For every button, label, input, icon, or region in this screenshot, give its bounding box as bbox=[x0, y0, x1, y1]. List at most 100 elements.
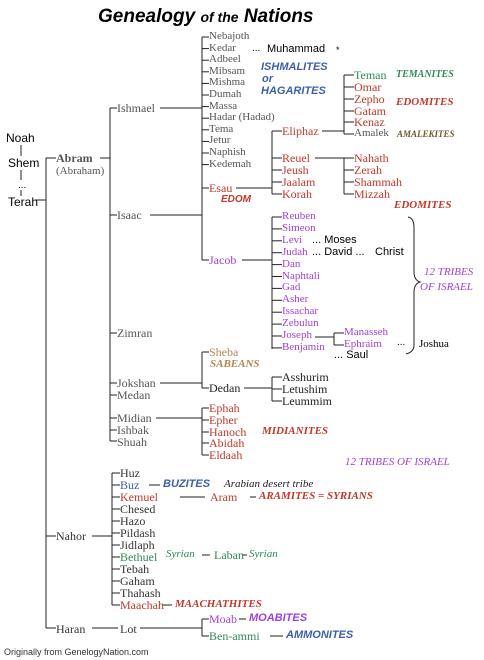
ishbak: Ishbak bbox=[117, 423, 149, 437]
ephraim: Ephraim bbox=[344, 338, 382, 350]
ephah: Ephah bbox=[209, 401, 240, 415]
nahath: Nahath bbox=[354, 151, 389, 165]
midianites: MIDIANITES bbox=[262, 425, 329, 437]
ishmael-son-mishma: Mishma bbox=[209, 76, 246, 89]
edomites-label-2: EDOMITES bbox=[394, 199, 452, 211]
tribe-levi: Levi bbox=[282, 233, 303, 246]
ishmael-son-jetur: Jetur bbox=[209, 134, 231, 147]
mizzah: Mizzah bbox=[354, 187, 390, 201]
laban: Laban bbox=[214, 548, 244, 562]
tribe-reuben: Reuben bbox=[282, 210, 316, 222]
jacob: Jacob bbox=[209, 253, 237, 267]
ishmalites: ISHMALITES bbox=[261, 61, 328, 73]
abram: Abram bbox=[56, 151, 93, 165]
nahor-son-pildash: Pildash bbox=[120, 526, 156, 540]
muhammad: Muhammad bbox=[267, 43, 326, 55]
christ: Christ bbox=[375, 246, 404, 258]
hagarites: HAGARITES bbox=[261, 85, 326, 97]
noah: Noah bbox=[6, 131, 35, 145]
midian: Midian bbox=[117, 411, 152, 425]
muhammad-star: * bbox=[336, 45, 340, 55]
moabites: MOABITES bbox=[249, 612, 308, 624]
nahor-son-tebah: Tebah bbox=[120, 562, 150, 576]
nahor: Nahor bbox=[56, 529, 86, 543]
nahor-son-hazo: Hazo bbox=[120, 514, 146, 528]
gatam: Gatam bbox=[354, 104, 386, 118]
arabian-desert-tribe: Arabian desert tribe bbox=[224, 478, 314, 490]
epher: Epher bbox=[209, 413, 238, 427]
buzites: BUZITES bbox=[163, 478, 211, 490]
reuel: Reuel bbox=[282, 151, 310, 165]
ishmael-son-adbeel: Adbeel bbox=[209, 53, 241, 66]
kenaz: Kenaz bbox=[354, 115, 385, 129]
muhammad-dots: ... bbox=[252, 43, 261, 54]
tribe-zebulun: Zebulun bbox=[282, 317, 319, 330]
tribe-dan: Dan bbox=[282, 257, 301, 270]
ishmael: Ishmael bbox=[117, 101, 155, 115]
zerah: Zerah bbox=[354, 163, 382, 177]
tribe-issachar: Issachar bbox=[282, 305, 319, 318]
omar: Omar bbox=[354, 80, 382, 94]
ammonites: AMMONITES bbox=[286, 629, 354, 641]
tribe-gad: Gad bbox=[282, 281, 301, 294]
tribe-judah: Judah bbox=[282, 245, 308, 258]
footer-credit: Originally from GenelogyNation.com bbox=[4, 647, 149, 657]
joshua: Joshua bbox=[419, 338, 449, 350]
ishmalites-or: or bbox=[262, 73, 273, 85]
jaalam: Jaalam bbox=[282, 175, 316, 189]
hanoch: Hanoch bbox=[209, 425, 247, 439]
tribe-joseph: Joseph bbox=[282, 329, 312, 341]
zimran: Zimran bbox=[117, 326, 153, 340]
amalek: Amalek bbox=[354, 127, 389, 139]
letushim: Letushim bbox=[282, 382, 328, 396]
jokshan: Jokshan bbox=[117, 376, 156, 390]
tribe-simeon: Simeon bbox=[282, 221, 316, 234]
abraham: (Abraham) bbox=[56, 165, 105, 177]
manasseh: Manasseh bbox=[344, 326, 388, 338]
asshurim: Asshurim bbox=[282, 370, 329, 384]
eldaah: Eldaah bbox=[209, 448, 243, 462]
of-israel-label: OF ISRAEL bbox=[420, 281, 473, 293]
joshua-dots: ... bbox=[397, 337, 406, 348]
nahor-son-maachah: Maachah bbox=[120, 598, 164, 612]
shuah: Shuah bbox=[117, 435, 147, 449]
aramites: ARAMITES = SYRIANS bbox=[259, 490, 373, 502]
syrian-1: Syrian bbox=[166, 548, 195, 560]
korah: Korah bbox=[282, 187, 312, 201]
ishmael-son-kedar: Kedar bbox=[209, 41, 236, 54]
abidah: Abidah bbox=[209, 436, 245, 450]
ishmael-son-nebajoth: Nebajoth bbox=[209, 30, 250, 42]
moab: Moab bbox=[209, 612, 237, 626]
ishmael-son-massa: Massa bbox=[209, 99, 238, 112]
medan: Medan bbox=[117, 388, 151, 402]
maachathites: MAACHATHITES bbox=[175, 598, 262, 610]
aram: Aram bbox=[210, 490, 238, 504]
ishmael-son-naphish: Naphish bbox=[209, 146, 246, 158]
shem: Shem bbox=[8, 156, 40, 170]
ishmael-son-kedemah: Kedemah bbox=[209, 157, 252, 170]
jeush: Jeush bbox=[282, 163, 309, 177]
moses: ... Moses bbox=[312, 234, 357, 246]
saul: ... Saul bbox=[334, 349, 369, 361]
edomites-label-1: EDOMITES bbox=[396, 96, 454, 108]
david: ... David ... bbox=[312, 246, 365, 258]
tribe-benjamin: Benjamin bbox=[282, 340, 325, 353]
nahor-son-bethuel: Bethuel bbox=[120, 550, 158, 564]
edom: EDOM bbox=[221, 194, 251, 205]
ishmael-son-hadar-hadad: Hadar (Hadad) bbox=[209, 111, 275, 124]
title-nations: Nations bbox=[243, 6, 314, 27]
sabeans: SABEANS bbox=[210, 358, 260, 370]
lot: Lot bbox=[120, 622, 137, 636]
shammah: Shammah bbox=[354, 175, 402, 189]
nahor-son-kemuel: Kemuel bbox=[120, 490, 158, 504]
title: Genealogy of the Nations bbox=[98, 7, 314, 26]
tribe-naphtali: Naphtali bbox=[282, 269, 320, 282]
amalekites: AMALEKITES bbox=[397, 129, 455, 139]
ancestor-dots: ... bbox=[18, 180, 27, 191]
esau: Esau bbox=[209, 181, 233, 195]
terah: Terah bbox=[8, 195, 39, 209]
twelve-tribes-label: 12 TRIBES bbox=[424, 266, 474, 278]
dedan: Dedan bbox=[209, 381, 241, 395]
